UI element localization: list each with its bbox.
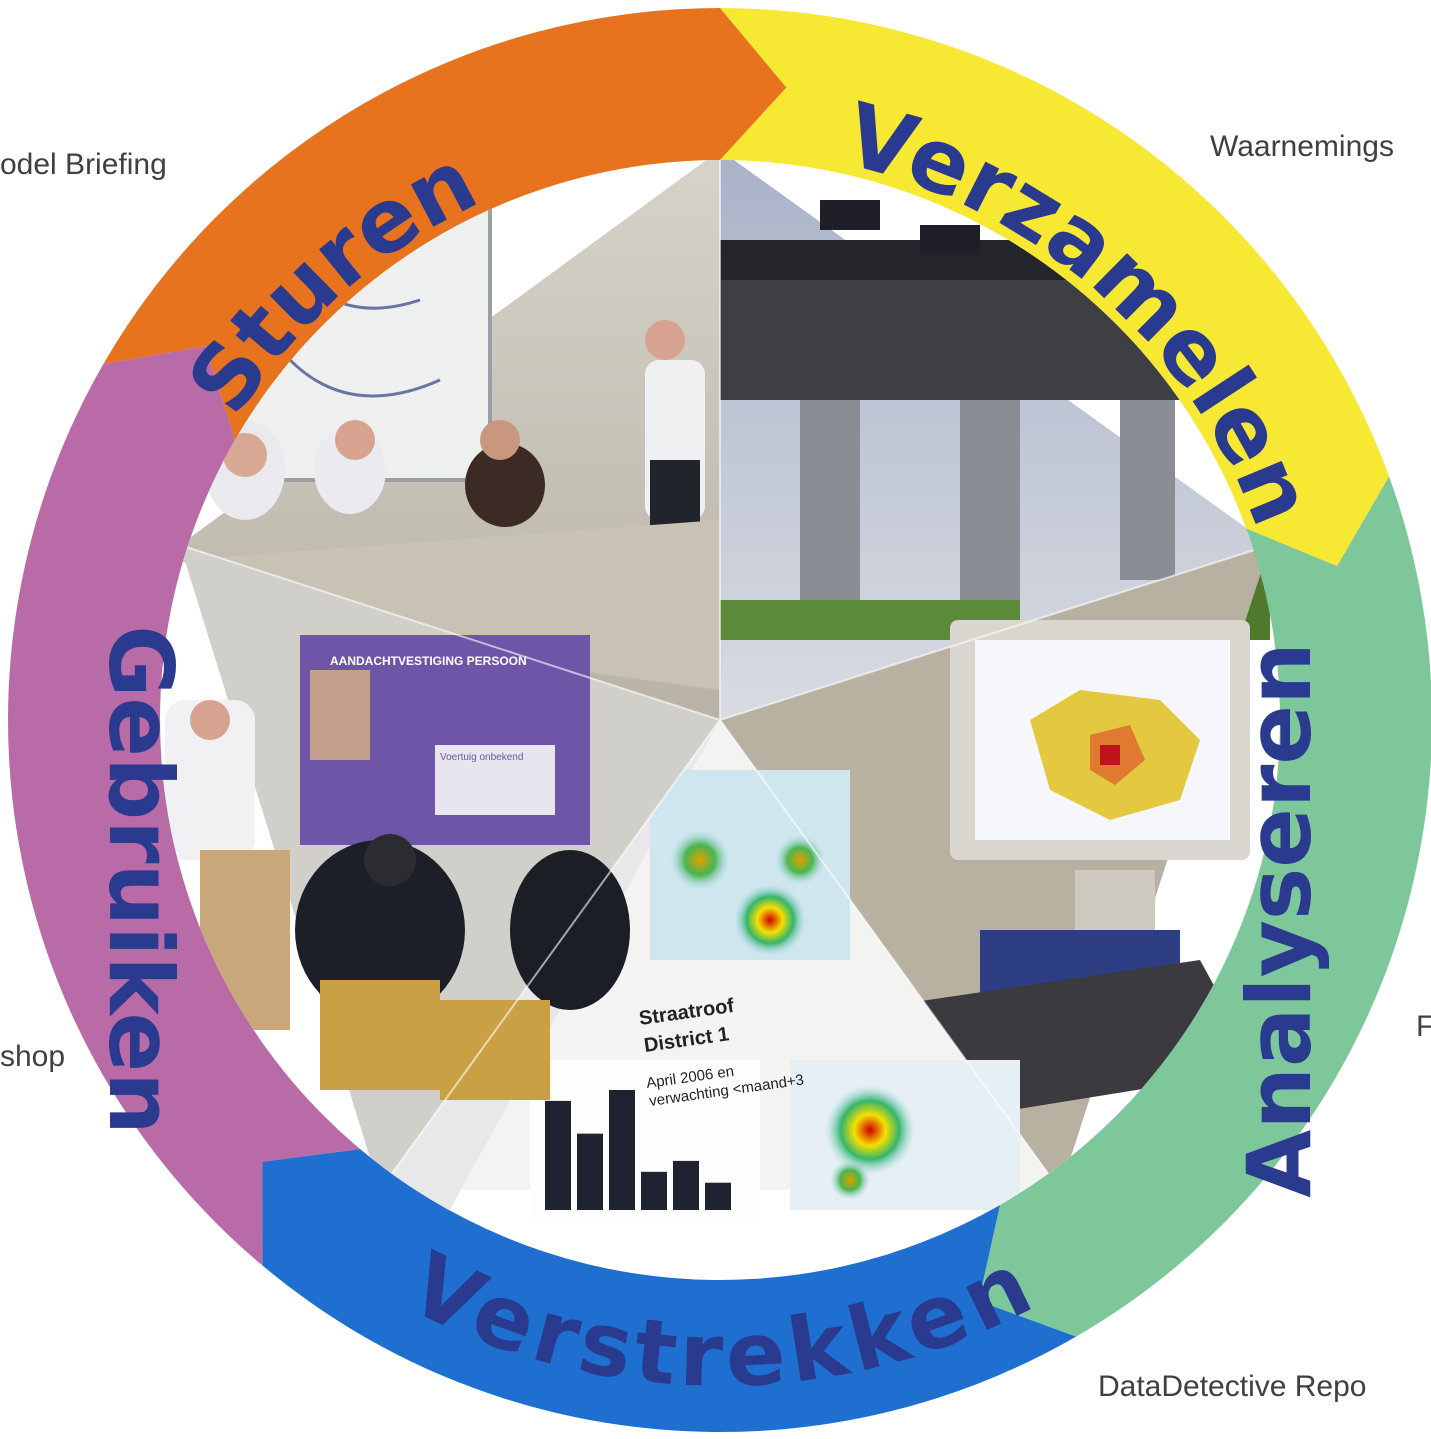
ring-segment-verzamelen: [720, 8, 1390, 567]
label-datadetective: DataDetective Repo: [1098, 1370, 1367, 1403]
photo-collage: Straatroof District 1 April 2006 en verw…: [165, 160, 1280, 1280]
slide-title: AANDACHTVESTIGING PERSOON: [330, 654, 527, 668]
label-briefing: odel Briefing: [0, 148, 167, 181]
label-f: F: [1416, 1010, 1431, 1043]
report-bar: [545, 1100, 571, 1210]
cycle-ring: [8, 8, 1431, 1432]
label-waarnemings: Waarnemings: [1210, 130, 1394, 163]
ring-segment-verstrekken: [262, 1148, 1077, 1432]
label-analyseren: Analyseren: [1228, 642, 1331, 1197]
slide-note: Voertuig onbekend: [440, 752, 523, 763]
briefing-photo: AANDACHTVESTIGING PERSOON Voertuig onbek…: [165, 545, 720, 1190]
report-bar: [705, 1182, 731, 1210]
report-bar-chart: [545, 1090, 731, 1210]
label-shop: shop: [0, 1040, 66, 1073]
ring-segment-sturen: [103, 8, 787, 440]
report-bar: [577, 1133, 603, 1210]
label-gebruiken: Gebruiken: [89, 625, 192, 1135]
report-bar: [609, 1090, 635, 1210]
ring-segment-analyseren: [978, 476, 1431, 1337]
ring-segment-gebruiken: [8, 346, 361, 1266]
computer-map-photo: [720, 545, 1270, 1190]
report-bar: [673, 1160, 699, 1210]
report-bar: [641, 1171, 667, 1210]
